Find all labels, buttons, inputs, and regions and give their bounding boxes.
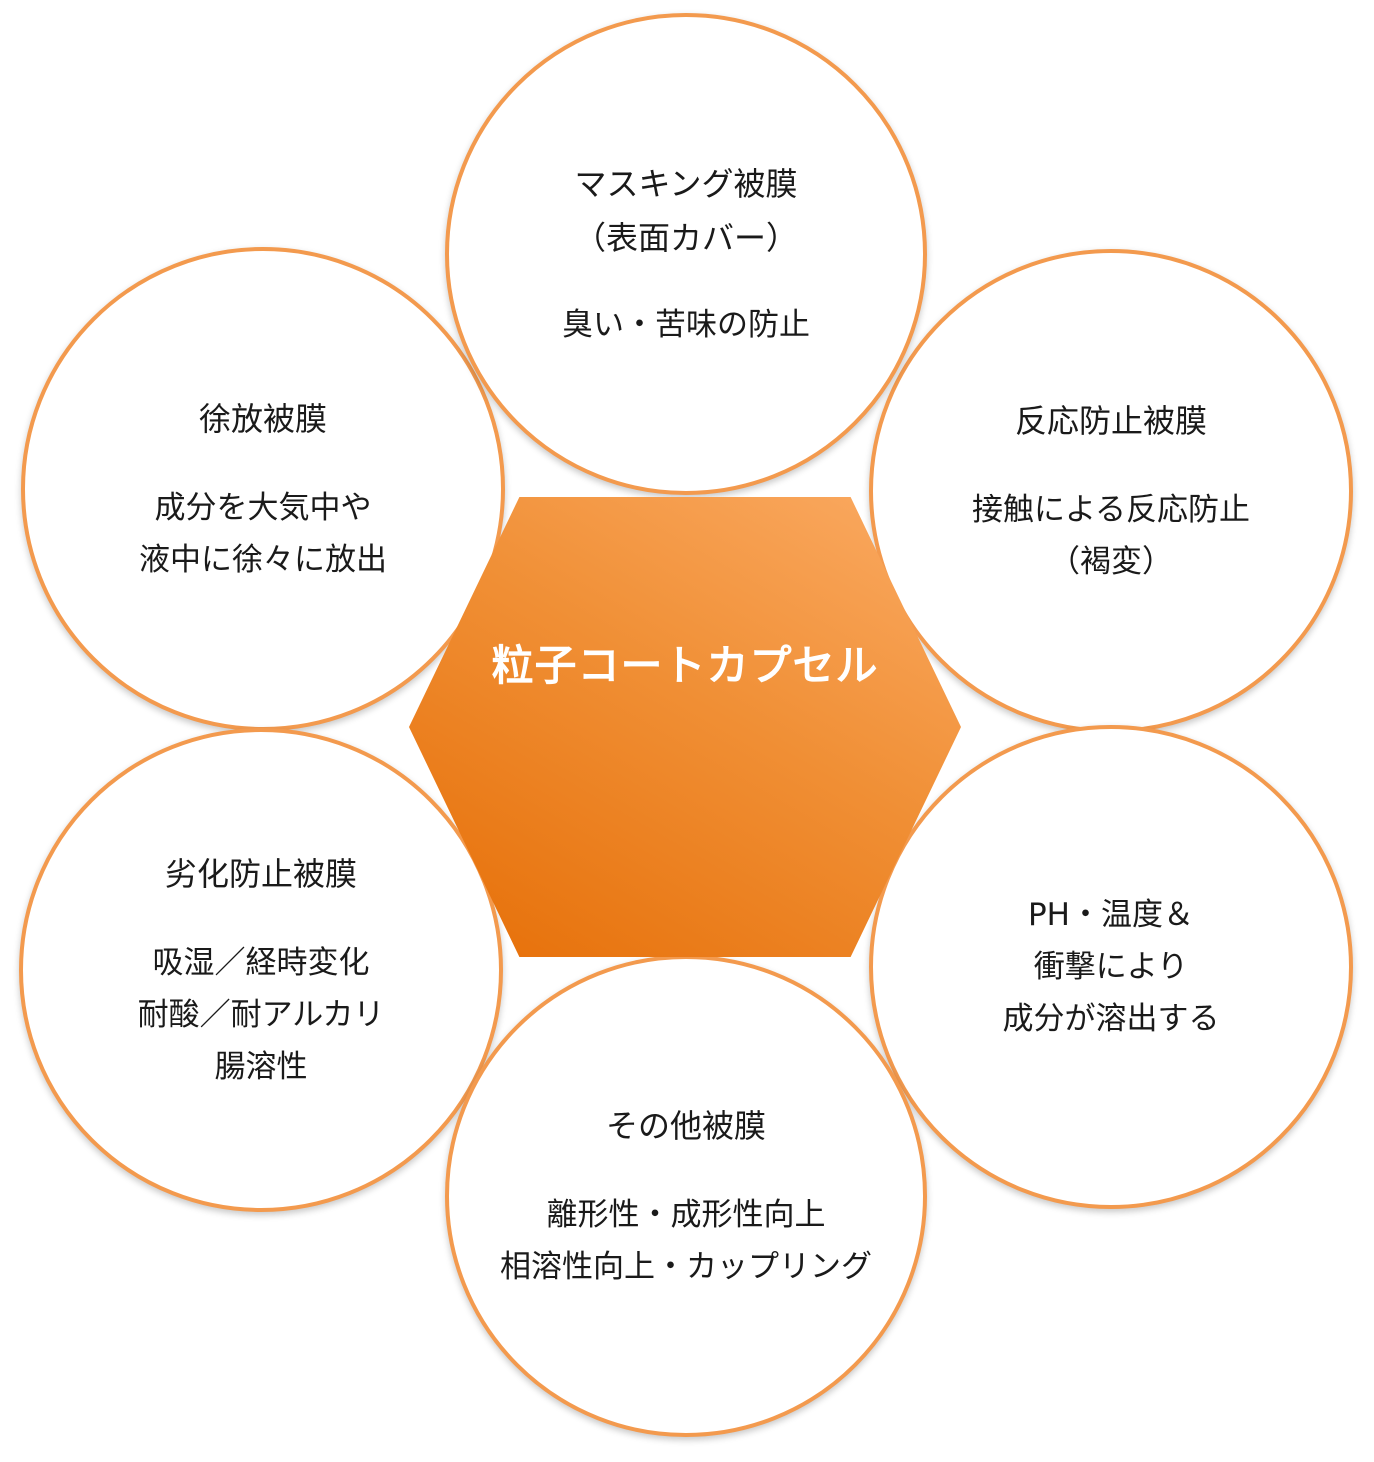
node-desc: 接触による反応防止 [971, 492, 1251, 528]
node-desc: 成分が溶出する [1002, 1001, 1220, 1037]
center-label: 粒子コートカプセル [491, 641, 879, 690]
node-title: 反応防止被膜 [1014, 402, 1207, 440]
node-desc: 臭い・苦味の防止 [562, 307, 810, 343]
node-desc: 衝撃により [1033, 949, 1189, 985]
node-desc: 吸湿／経時変化 [152, 945, 370, 981]
node-masking: マスキング被膜 （表面カバー） 臭い・苦味の防止 [445, 13, 927, 495]
node-desc: 成分を大気中や [154, 490, 372, 526]
node-sustained-release: 徐放被膜 成分を大気中や 液中に徐々に放出 [21, 247, 505, 731]
node-desc: PH・温度＆ [1027, 897, 1194, 933]
node-title: マスキング被膜 [574, 165, 798, 203]
node-deterioration-prevention: 劣化防止被膜 吸湿／経時変化 耐酸／耐アルカリ 腸溶性 [19, 728, 503, 1212]
node-title: 劣化防止被膜 [164, 855, 357, 893]
node-triggered-release: PH・温度＆ 衝撃により 成分が溶出する [869, 725, 1353, 1209]
center-hexagon: 粒子コートカプセル [409, 497, 961, 957]
node-title: その他被膜 [605, 1107, 766, 1145]
node-reaction-prevention: 反応防止被膜 接触による反応防止 （褐変） [869, 249, 1353, 733]
node-desc: （褐変） [1049, 544, 1173, 580]
node-desc: 耐酸／耐アルカリ [137, 997, 385, 1033]
node-title: 徐放被膜 [198, 400, 327, 438]
node-desc: 腸溶性 [214, 1049, 308, 1085]
node-desc: 離形性・成形性向上 [546, 1197, 826, 1233]
node-other: その他被膜 離形性・成形性向上 相溶性向上・カップリング [445, 955, 927, 1437]
node-desc: 液中に徐々に放出 [139, 542, 387, 578]
node-desc: 相溶性向上・カップリング [500, 1249, 872, 1285]
node-title: （表面カバー） [573, 219, 798, 257]
